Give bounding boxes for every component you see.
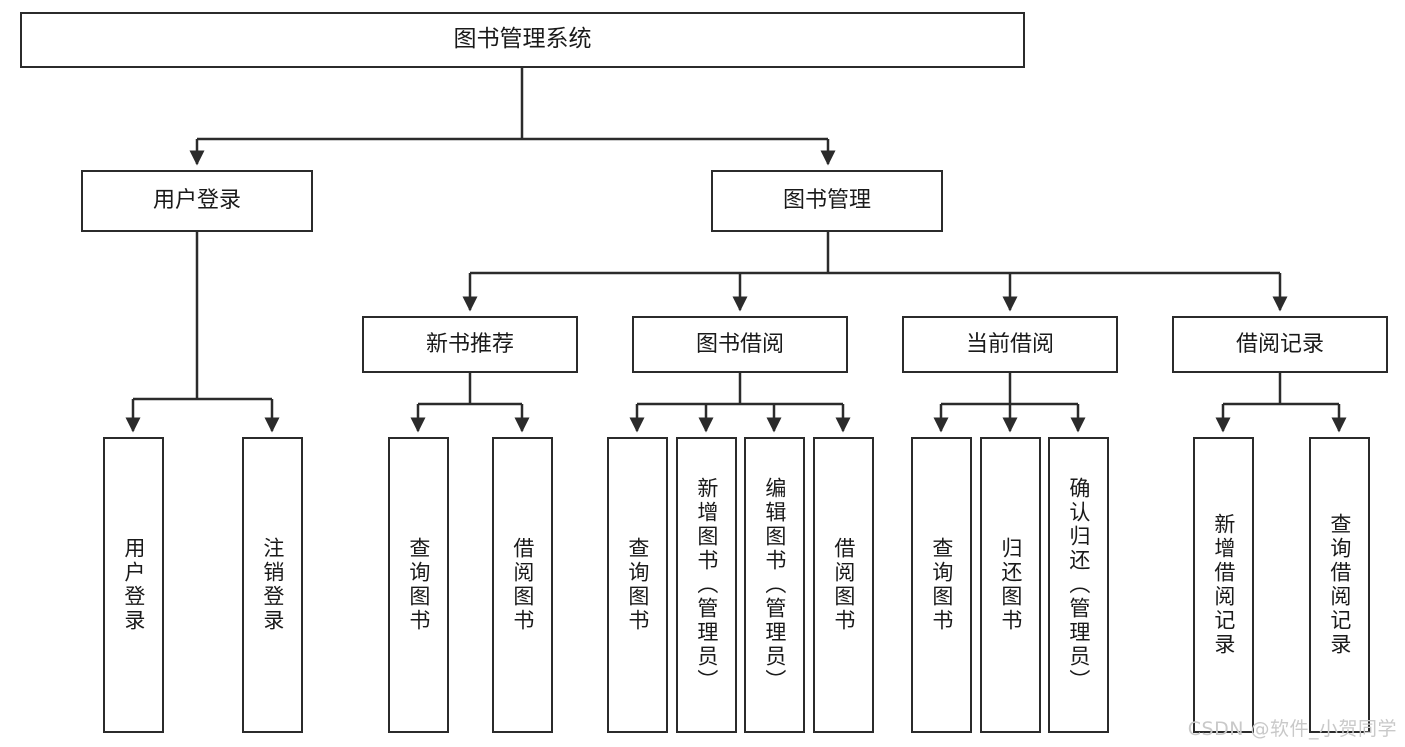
leaf-query-book-borrow[interactable]: 查询图书	[607, 437, 668, 733]
node-label: 查询图书	[406, 537, 431, 633]
node-new-book-recommend[interactable]: 新书推荐	[362, 316, 578, 373]
node-label: 查询借阅记录	[1327, 513, 1352, 657]
node-label: 借阅图书	[831, 537, 856, 633]
node-label: 注销登录	[260, 537, 285, 633]
node-book-management[interactable]: 图书管理	[711, 170, 943, 232]
leaf-add-borrow-record[interactable]: 新增借阅记录	[1193, 437, 1254, 733]
node-root-book-management-system[interactable]: 图书管理系统	[20, 12, 1025, 68]
leaf-borrow-book[interactable]: 借阅图书	[813, 437, 874, 733]
node-label: 新增图书（管理员）	[694, 477, 719, 693]
node-label: 用户登录	[152, 188, 241, 214]
node-label: 借阅记录	[1235, 331, 1324, 357]
node-book-borrow[interactable]: 图书借阅	[632, 316, 848, 373]
leaf-logout[interactable]: 注销登录	[242, 437, 303, 733]
leaf-confirm-return-admin[interactable]: 确认归还（管理员）	[1048, 437, 1109, 733]
node-label: 当前借阅	[965, 331, 1054, 357]
node-label: 新书推荐	[425, 331, 514, 357]
node-borrow-records[interactable]: 借阅记录	[1172, 316, 1388, 373]
node-label: 查询图书	[625, 537, 650, 633]
csdn-watermark: CSDN @软件_小贺同学	[1187, 718, 1397, 740]
leaf-edit-book-admin[interactable]: 编辑图书（管理员）	[744, 437, 805, 733]
leaf-user-login[interactable]: 用户登录	[103, 437, 164, 733]
node-label: 新增借阅记录	[1211, 513, 1236, 657]
node-label: 图书管理系统	[453, 26, 592, 53]
leaf-add-book-admin[interactable]: 新增图书（管理员）	[676, 437, 737, 733]
node-label: 查询图书	[929, 537, 954, 633]
node-label: 确认归还（管理员）	[1066, 477, 1091, 693]
leaf-query-book-current[interactable]: 查询图书	[911, 437, 972, 733]
node-label: 归还图书	[998, 537, 1023, 633]
leaf-return-book[interactable]: 归还图书	[980, 437, 1041, 733]
node-label: 图书管理	[782, 188, 871, 214]
node-user-login[interactable]: 用户登录	[81, 170, 313, 232]
node-label: 用户登录	[121, 537, 146, 633]
node-label: 图书借阅	[695, 331, 784, 357]
leaf-borrow-book-recommend[interactable]: 借阅图书	[492, 437, 553, 733]
leaf-query-borrow-record[interactable]: 查询借阅记录	[1309, 437, 1370, 733]
node-label: 编辑图书（管理员）	[762, 477, 787, 693]
node-current-borrow[interactable]: 当前借阅	[902, 316, 1118, 373]
leaf-query-book-recommend[interactable]: 查询图书	[388, 437, 449, 733]
node-label: 借阅图书	[510, 537, 535, 633]
